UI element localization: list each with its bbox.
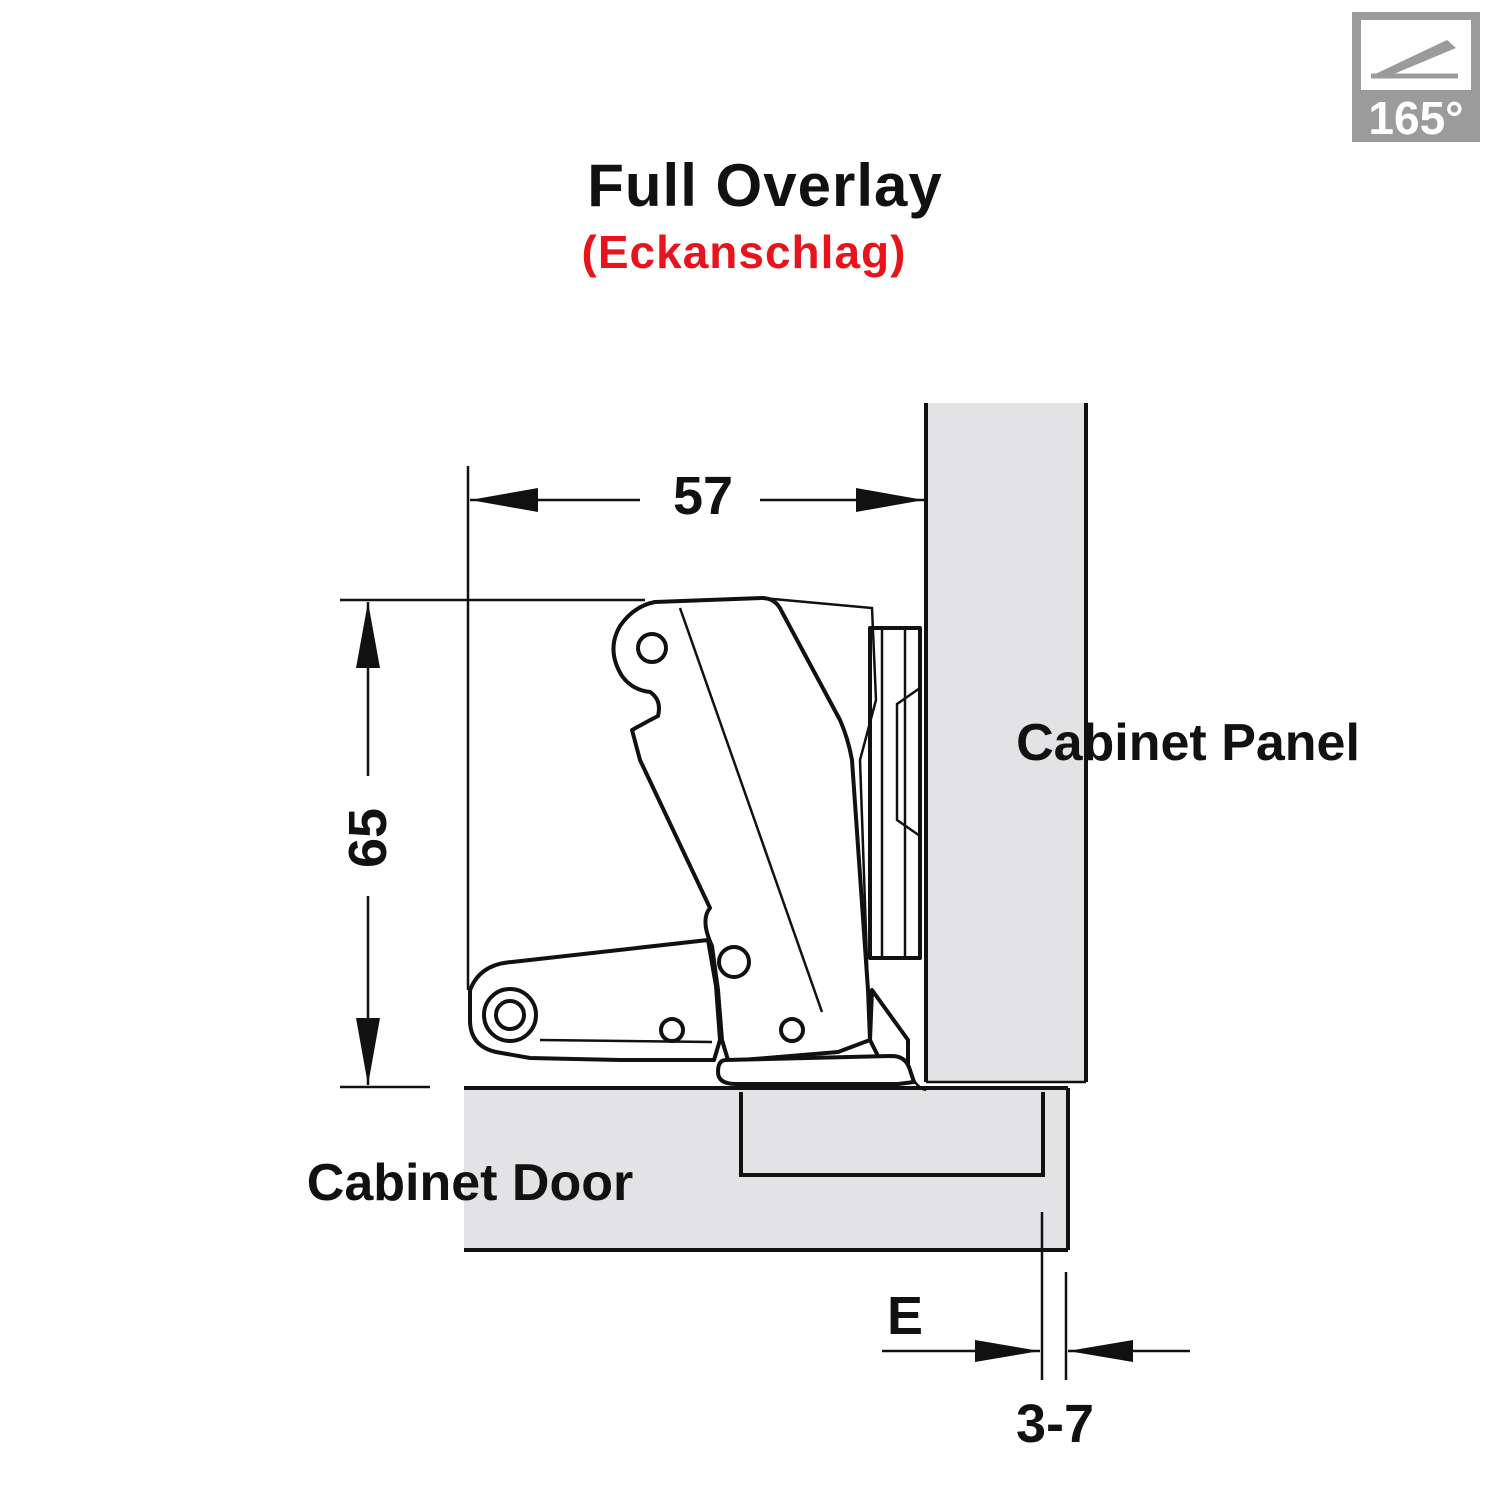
opening-angle-badge: 165° — [1352, 12, 1480, 144]
badge-angle: 165° — [1368, 92, 1463, 144]
diagram-title: Full Overlay — [587, 152, 942, 219]
dimension-height-value: 65 — [338, 808, 398, 868]
dimension-width-value: 57 — [673, 466, 733, 526]
hinge-arm — [611, 596, 910, 1066]
arm-pin-bottom — [779, 1017, 805, 1043]
mounting-plate — [868, 626, 922, 960]
dimension-width: 57 — [466, 466, 924, 990]
dimension-overlay: E 3-7 — [882, 1212, 1190, 1454]
overlay-symbol: E — [887, 1286, 923, 1346]
gap-value: 3-7 — [1016, 1394, 1094, 1454]
dimension-height: 65 — [338, 598, 645, 1089]
hinge-link-lever — [468, 938, 722, 1062]
cabinet-panel-label: Cabinet Panel — [1016, 714, 1360, 772]
cabinet-panel — [926, 403, 1086, 1082]
arm-pin-middle — [717, 945, 751, 979]
lever-pivot-inner — [494, 999, 526, 1031]
hinge-cup-flange — [716, 1054, 927, 1092]
lever-pin — [659, 1017, 685, 1043]
cabinet-door-label: Cabinet Door — [307, 1154, 633, 1212]
hinge-cup-recess — [739, 1092, 1045, 1177]
diagram-subtitle: (Eckanschlag) — [582, 226, 907, 278]
opening-angle-icon — [1371, 40, 1458, 79]
arm-pin-top — [636, 632, 668, 664]
